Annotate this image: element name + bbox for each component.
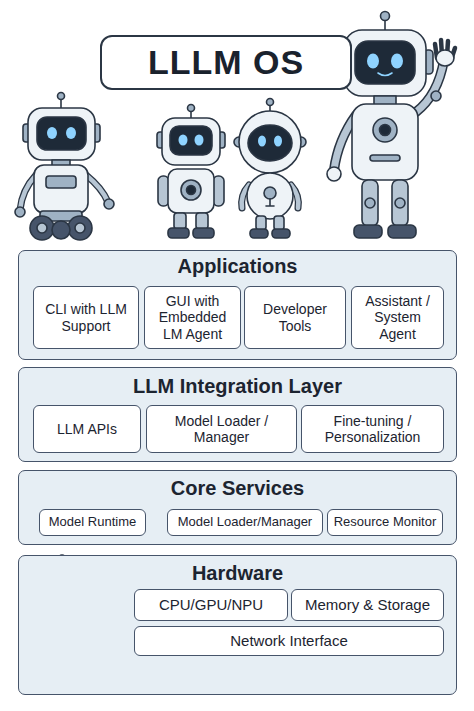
component-box: LLM APIs [33,405,141,453]
layer-title: Core Services [19,471,456,505]
component-label: CLI with LLM Support [37,301,135,333]
title-box: LLLM OS [100,35,352,90]
layer-band: Core ServicesModel Runtime Model Loader/M… [18,470,457,545]
layer-band: ApplicationsCLI with LLM Support GUI with… [18,250,457,360]
component-label: Developer Tools [248,301,342,333]
component-label: LLM APIs [57,421,117,437]
component-label: CPU/GPU/NPU [159,596,263,613]
component-label: Model Loader / Manager [150,413,293,445]
component-box: CLI with LLM Support [33,286,139,349]
component-box: Model Runtime [39,509,146,536]
component-label: GUI with Embedded LM Agent [148,293,237,341]
component-label: Model Loader/Manager [178,515,312,530]
diagram-title: LLLM OS [148,43,304,82]
component-label: Resource Monitor [334,515,437,530]
component-box: Fine-tuning / Personalization [301,405,444,453]
layer-band: HardwareCPU/GPU/NPU Memory & StorageNetwo… [18,555,457,695]
component-label: Fine-tuning / Personalization [305,413,440,445]
robot-figure [234,99,306,239]
robot-figure [15,93,114,241]
component-label: Assistant / System Agent [355,293,440,341]
component-box: Memory & Storage [291,589,444,621]
component-box: Resource Monitor [327,509,443,536]
layer-title: Hardware [19,556,456,590]
component-box: GUI with Embedded LM Agent [144,286,241,349]
component-label: Memory & Storage [305,596,430,613]
component-box: Developer Tools [244,286,346,349]
component-box: Model Loader/Manager [167,509,323,536]
component-label: Model Runtime [49,515,136,530]
layer-title: Applications [19,251,456,281]
layer-band: LLM Integration LayerLLM APIs Model Loade… [18,367,457,462]
component-box: Model Loader / Manager [146,405,297,453]
component-box: CPU/GPU/NPU [134,589,288,621]
component-label: Network Interface [230,632,348,649]
component-box: Assistant / System Agent [351,286,444,349]
layer-title: LLM Integration Layer [19,368,456,404]
component-box: Network Interface [134,626,444,656]
robot-figure [157,105,225,239]
